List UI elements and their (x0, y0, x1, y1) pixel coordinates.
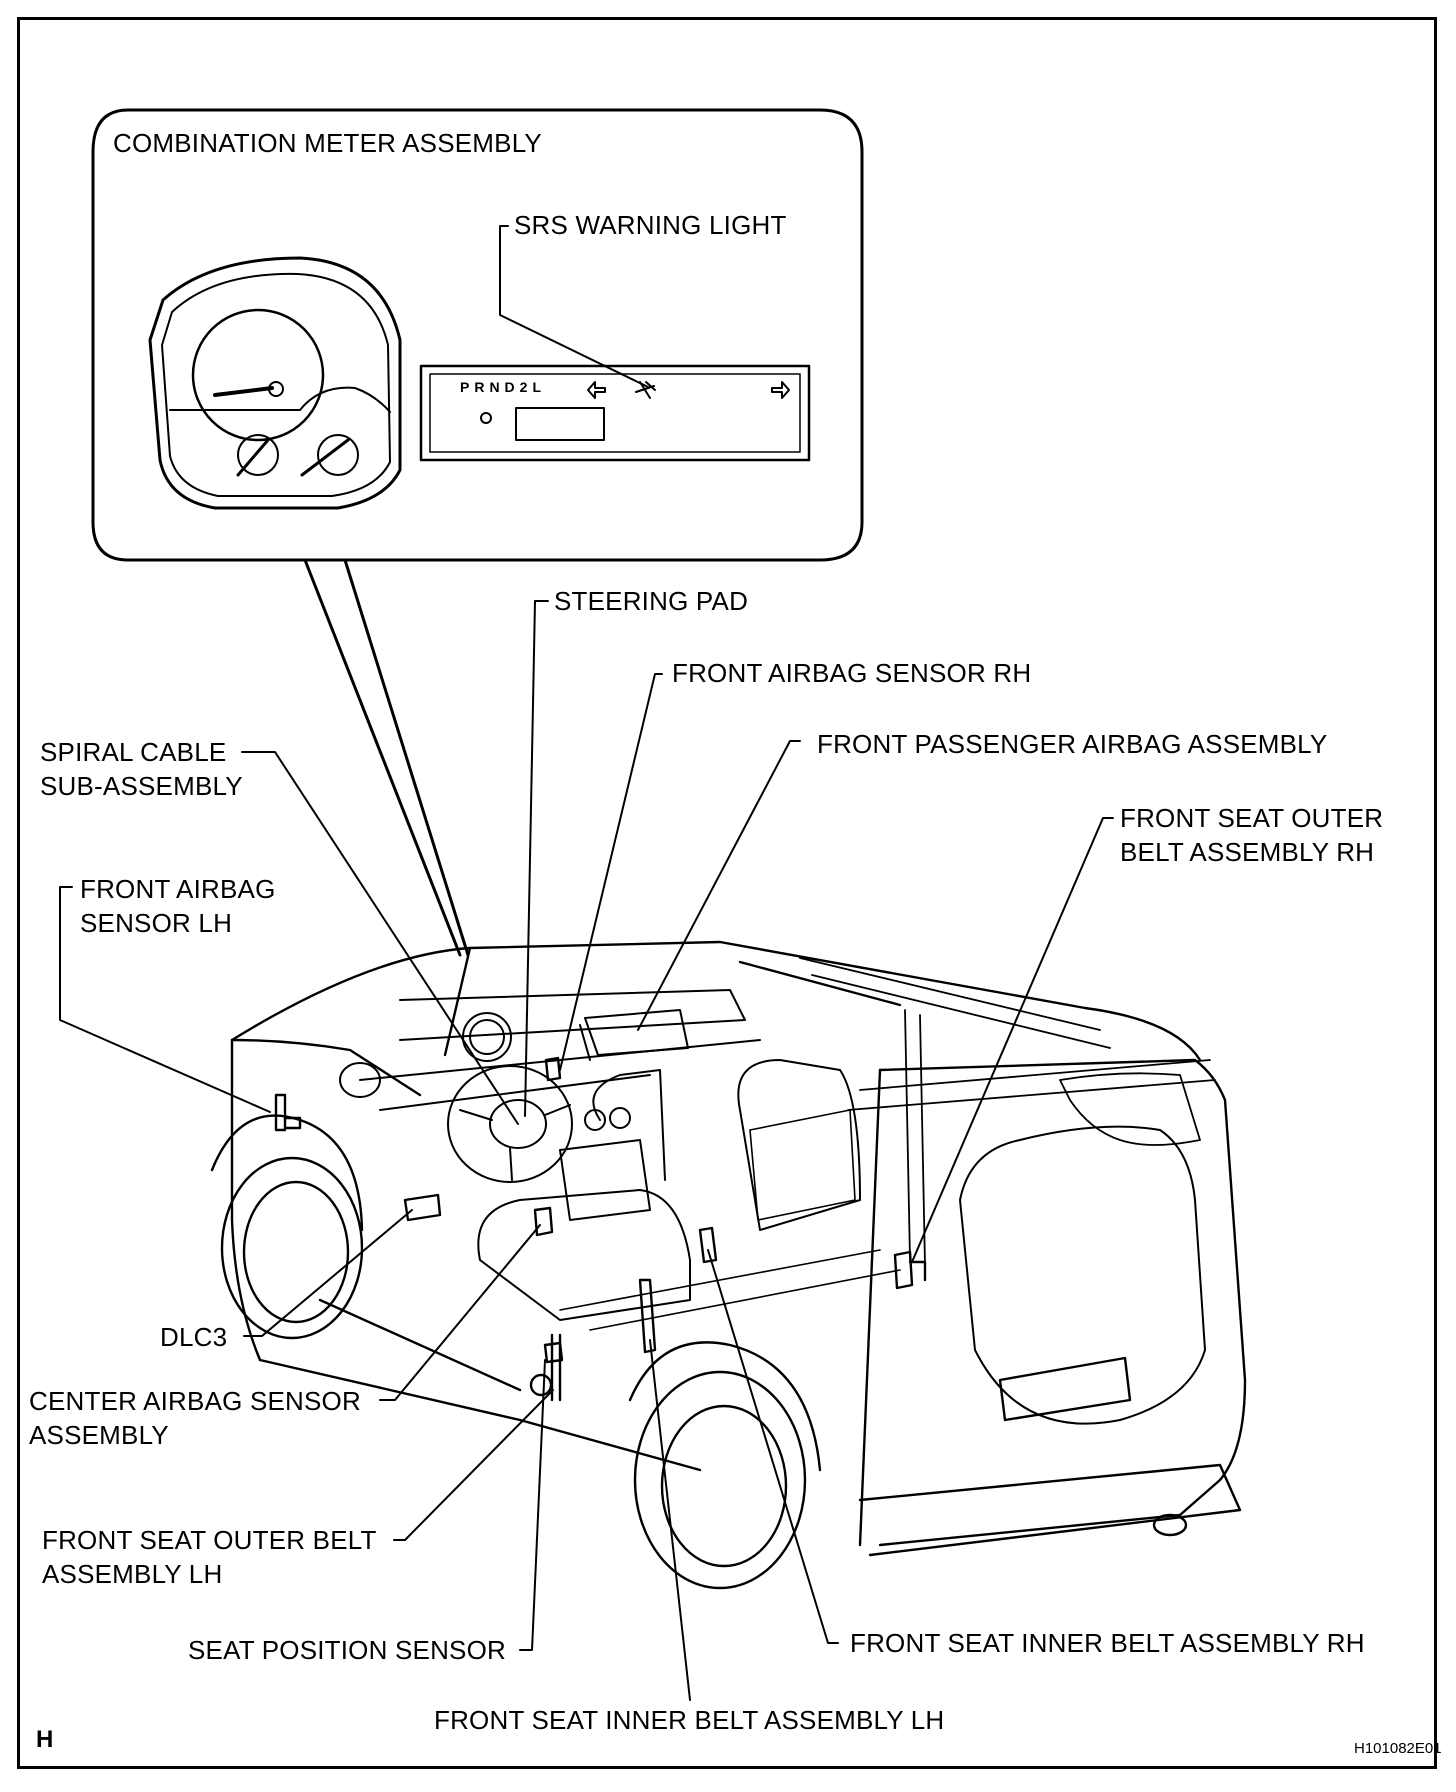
label-front-seat-outer-belt-rh: FRONT SEAT OUTER BELT ASSEMBLY RH (1120, 803, 1384, 867)
vehicle-interior (339, 989, 901, 1331)
label-spiral-cable: SPIRAL CABLE SUB-ASSEMBLY (40, 737, 243, 801)
label-front-passenger-airbag: FRONT PASSENGER AIRBAG ASSEMBLY (817, 729, 1328, 759)
label-center-airbag-sensor: CENTER AIRBAG SENSOR ASSEMBLY (29, 1386, 361, 1450)
callout-box (91, 108, 864, 562)
label-seat-position-sensor: SEAT POSITION SENSOR (188, 1635, 506, 1665)
label-steering-pad: STEERING PAD (554, 586, 749, 616)
meter-cluster-drawing (148, 256, 811, 510)
corner-mark: H (36, 1726, 54, 1753)
leader-lines (59, 225, 1114, 1701)
gear-indicator: PRND2L (460, 379, 546, 395)
vehicle-body (210, 940, 1247, 1590)
label-dlc3: DLC3 (160, 1322, 228, 1352)
label-front-seat-inner-belt-lh: FRONT SEAT INNER BELT ASSEMBLY LH (434, 1705, 945, 1735)
figure-border (17, 17, 1437, 1769)
srs-airbag-icon (635, 381, 656, 399)
label-front-airbag-sensor-rh: FRONT AIRBAG SENSOR RH (672, 658, 1032, 688)
label-front-airbag-sensor-lh: FRONT AIRBAG SENSOR LH (80, 874, 276, 938)
label-front-seat-outer-belt-lh: FRONT SEAT OUTER BELT ASSEMBLY LH (42, 1525, 377, 1589)
label-front-seat-inner-belt-rh: FRONT SEAT INNER BELT ASSEMBLY RH (850, 1628, 1365, 1658)
label-srs-warning-light: SRS WARNING LIGHT (514, 210, 787, 240)
figure-code: H101082E01 (1354, 1740, 1442, 1757)
callout-title: COMBINATION METER ASSEMBLY (113, 128, 542, 158)
component-marks (274, 1056, 927, 1402)
